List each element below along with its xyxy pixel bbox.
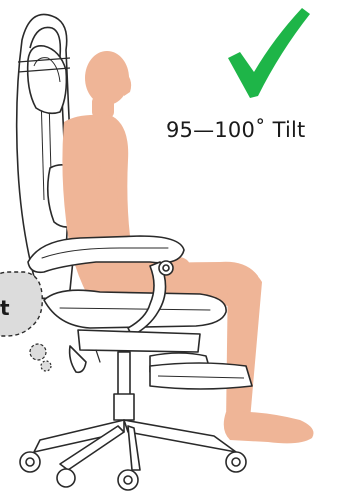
tilt-range-label: 95—100˚ Tilt (166, 118, 305, 142)
bubble-text: t (0, 296, 10, 320)
checkmark-icon (228, 8, 310, 98)
footrest (150, 363, 252, 389)
